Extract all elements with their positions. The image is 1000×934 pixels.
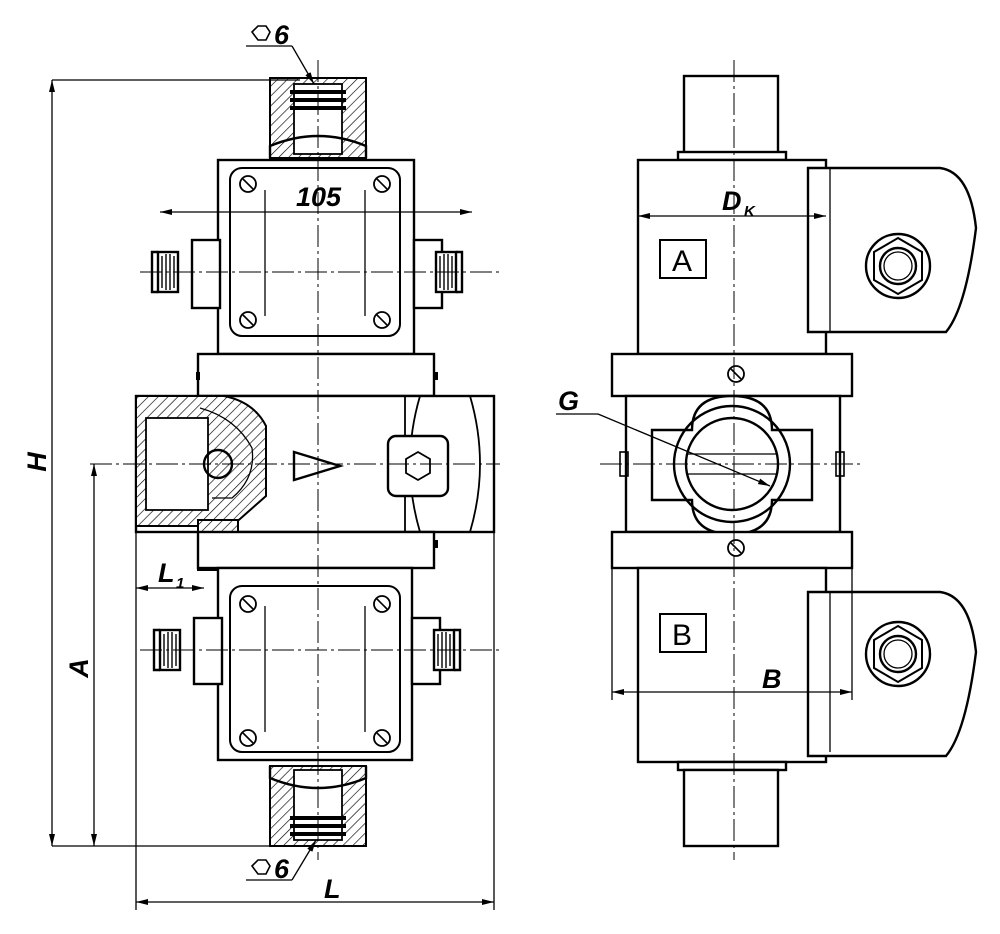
hex-size-bottom: 6 xyxy=(274,854,290,884)
side-view xyxy=(556,60,978,860)
dimension-Dk: D xyxy=(722,186,742,216)
dimension-105: 105 xyxy=(296,182,342,212)
box-A xyxy=(659,239,707,279)
dimension-G: G xyxy=(558,386,579,416)
dimension-H: H xyxy=(22,452,52,472)
dimension-A: A xyxy=(64,658,94,679)
hexagon-icon-top xyxy=(250,25,271,41)
box-B xyxy=(659,613,707,653)
front-view xyxy=(49,25,500,910)
dimension-L1-subscript: 1 xyxy=(176,575,184,592)
hex-size-top: 6 xyxy=(274,20,290,50)
lower-flange xyxy=(196,530,436,570)
upper-solenoid xyxy=(150,158,464,356)
dimension-Dk-subscript: K xyxy=(744,203,756,220)
box-B-label: B xyxy=(672,619,692,652)
lower-solenoid xyxy=(152,566,462,762)
upper-flange xyxy=(196,352,436,398)
dimension-L1: L xyxy=(158,558,175,588)
flow-arrow-icon xyxy=(292,450,345,482)
dimension-B: B xyxy=(762,664,782,694)
box-A-label: A xyxy=(672,245,692,278)
hexagon-icon-bottom xyxy=(250,859,271,875)
dimension-L: L xyxy=(324,874,341,904)
